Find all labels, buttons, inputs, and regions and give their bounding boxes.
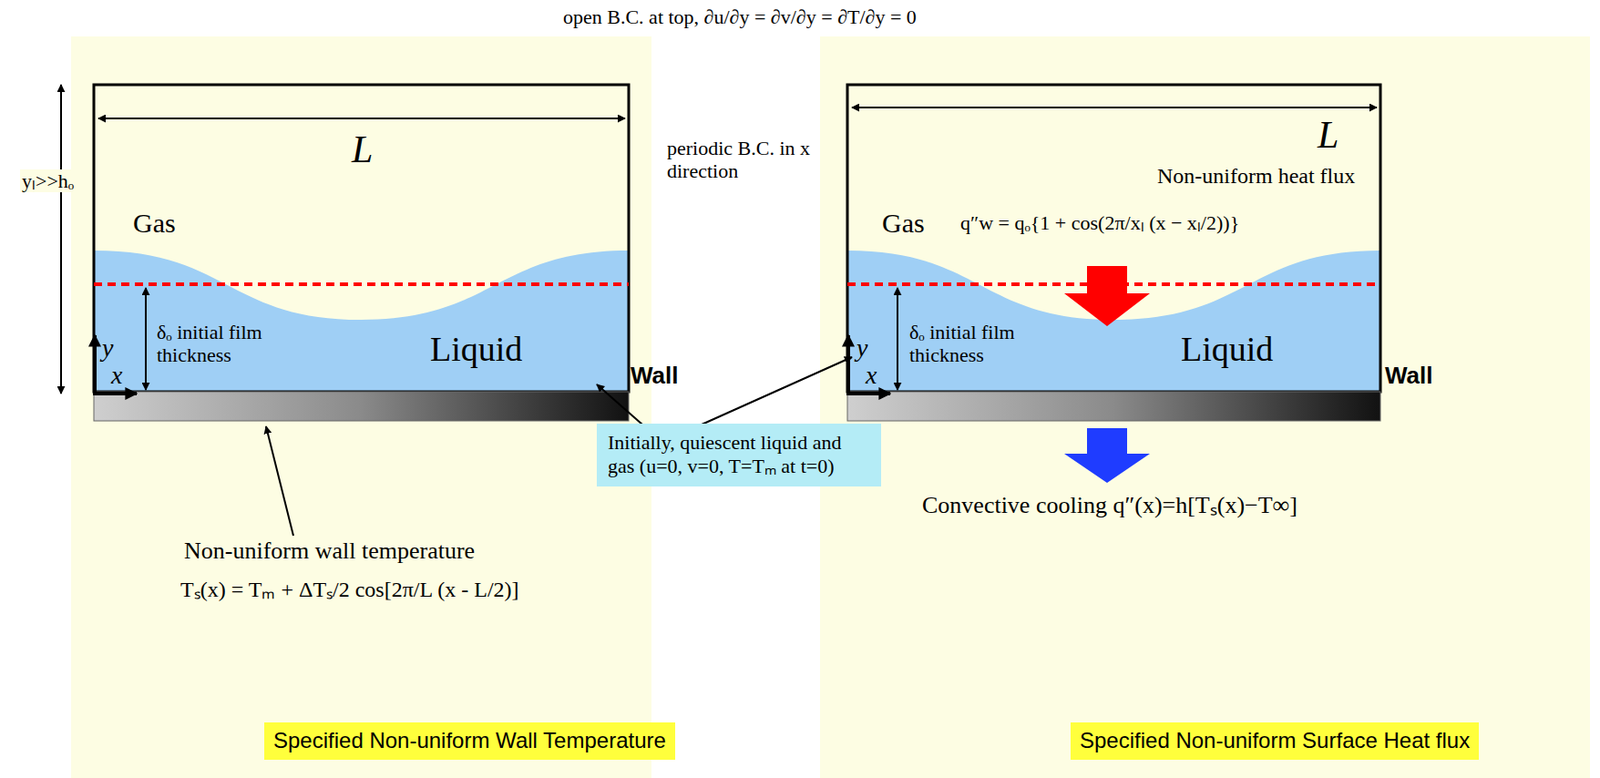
wall [93,391,629,421]
axis [846,391,891,396]
node-text: Specified Non-uniform Wall Temperature [273,728,667,755]
dimension-line [851,106,1377,109]
wall [847,391,1381,421]
axis-label: x [865,360,877,390]
region-label: Liquid [1180,329,1273,370]
dimension-line [98,117,626,120]
dimension-label: L [1317,112,1339,157]
dimension-label: δₒ initial film thickness [909,320,1047,368]
axis-label: y [102,333,113,363]
boundary-note: open B.C. at top, ∂u/∂y = ∂v/∂y = ∂T/∂y … [563,5,917,29]
node-text: Specified Non-uniform Surface Heat flux [1079,728,1470,755]
formula: q″w = qₒ{1 + cos(2π/xₗ (x − xₗ/2))} [958,211,1242,235]
note-box: Initially, quiescent liquid and gas (u=0… [596,423,882,487]
part-label: Wall [630,362,678,390]
part-label: Wall [1384,362,1433,390]
region-label: Liquid [430,329,523,370]
domain-box [93,84,629,392]
dimension-line [60,84,62,394]
caption-box: Specified Non-uniform Surface Heat flux [1070,722,1479,760]
heat-flux-arrow [1064,266,1150,327]
dimension-label: δₒ initial film thickness [156,320,294,368]
formula: Tₛ(x) = Tₘ + ΔTₛ/2 cos[2π/L (x - L/2)] [180,577,520,604]
panel-ground [820,36,1590,778]
liquid-film [847,250,1381,392]
caption-box: Specified Non-uniform Wall Temperature [264,722,676,760]
node-text: Initially, quiescent liquid and gas (u=0… [607,430,871,480]
liquid-film [93,250,629,392]
dimension-line [896,287,899,390]
dimension-label: yₗ>>hₒ [20,169,76,193]
axis [92,391,137,396]
panel-ground [71,36,652,778]
axis [92,335,97,394]
axis-label: y [856,333,868,363]
note-label: Non-uniform wall temperature [184,537,475,565]
leader-line [701,357,852,425]
dimension-label: L [351,127,373,172]
leader-line [596,384,643,425]
axis-label: x [111,360,123,390]
region-label: Gas [882,207,925,240]
axis [846,335,851,394]
initial-level [93,282,629,287]
note-label: Non-uniform heat flux [1157,164,1355,190]
region-label: Gas [133,207,176,240]
domain-box [847,84,1381,392]
boundary-note: periodic B.C. in x direction [666,136,822,184]
dimension-line [144,287,147,390]
leader-line [266,426,294,536]
note-label: Convective cooling q″(x)=h[Tₛ(x)−T∞] [922,492,1298,520]
cooling-arrow [1064,428,1150,483]
